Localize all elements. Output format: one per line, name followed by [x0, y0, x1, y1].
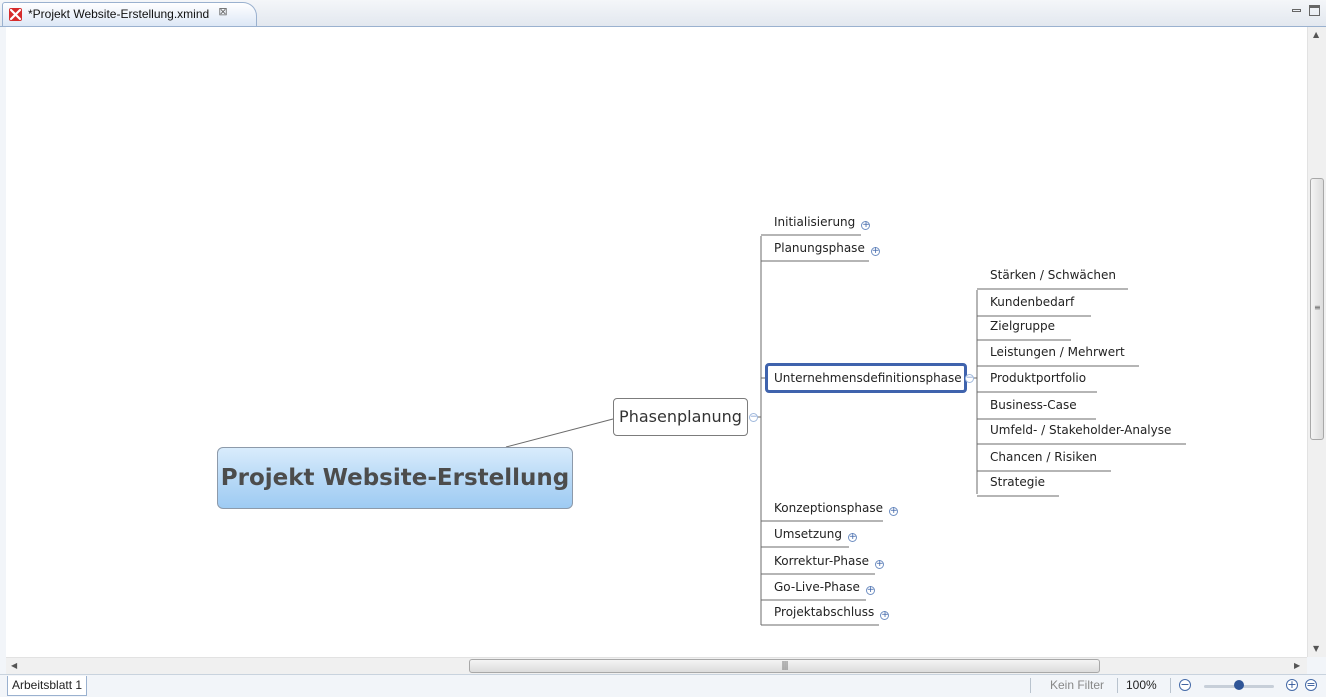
- divider: [1030, 678, 1031, 693]
- subtopic-3[interactable]: Zielgruppe: [990, 319, 1056, 333]
- phase-topic-label: Projektabschluss: [774, 605, 875, 619]
- expand-icon[interactable]: +: [870, 246, 880, 256]
- subtopic-8[interactable]: Chancen / Risiken: [990, 450, 1097, 464]
- maximize-icon[interactable]: [1309, 5, 1320, 16]
- topic-3-selected[interactable]: Unternehmensdefinitionsphase: [765, 363, 967, 393]
- horizontal-scrollbar[interactable]: ◀ ||| ▶: [6, 657, 1307, 674]
- phase-topic-label: Initialisierung: [774, 215, 856, 229]
- xmind-icon: [9, 8, 22, 21]
- subtopic-9[interactable]: Strategie: [990, 475, 1046, 489]
- subtopic-1[interactable]: Stärken / Schwächen: [990, 268, 1116, 282]
- divider: [1117, 678, 1118, 693]
- mindmap-canvas[interactable]: Projekt Website-Erstellung Phasenplanung…: [6, 27, 1307, 657]
- phase-topic-6[interactable]: Korrektur-Phase +: [774, 554, 884, 569]
- expand-icon[interactable]: +: [880, 610, 890, 620]
- horizontal-scroll-thumb[interactable]: |||: [469, 659, 1100, 673]
- central-topic[interactable]: Projekt Website-Erstellung: [217, 447, 573, 509]
- editor-tab-title: *Projekt Website-Erstellung.xmind: [28, 7, 210, 21]
- connector-lines: [505, 234, 1186, 626]
- divider: [1170, 678, 1171, 693]
- phase-topic-label: Go-Live-Phase: [774, 580, 860, 594]
- zoom-out-icon[interactable]: −: [1179, 678, 1191, 691]
- expand-icon[interactable]: +: [888, 506, 898, 516]
- subtopic-4[interactable]: Leistungen / Mehrwert: [990, 345, 1125, 359]
- phase-topic-7[interactable]: Go-Live-Phase +: [774, 580, 875, 595]
- scroll-down-icon[interactable]: ▼: [1313, 644, 1320, 653]
- connector-line: [505, 418, 614, 448]
- phase-topic-1[interactable]: Initialisierung +: [774, 215, 871, 230]
- collapse-icon[interactable]: −: [965, 373, 974, 383]
- close-icon[interactable]: ⊠: [218, 5, 228, 18]
- filter-label[interactable]: Kein Filter: [1050, 678, 1105, 692]
- zoom-fit-icon[interactable]: =: [1305, 678, 1317, 691]
- scroll-left-icon[interactable]: ◀: [11, 661, 18, 670]
- zoom-in-icon[interactable]: +: [1286, 678, 1298, 691]
- editor-tab-bar: *Projekt Website-Erstellung.xmind ⊠: [0, 0, 1326, 27]
- collapse-icon[interactable]: −: [749, 412, 758, 422]
- editor-tab[interactable]: *Projekt Website-Erstellung.xmind ⊠: [2, 2, 257, 26]
- phase-topic-4[interactable]: Konzeptionsphase +: [774, 501, 898, 516]
- subtopic-7[interactable]: Umfeld- / Stakeholder-Analyse: [990, 423, 1172, 437]
- subtopic-5[interactable]: Produktportfolio: [990, 371, 1087, 385]
- phase-topic-label: Konzeptionsphase: [774, 501, 883, 515]
- phase-topic-2[interactable]: Planungsphase +: [774, 241, 880, 256]
- expand-icon[interactable]: +: [847, 532, 857, 542]
- scroll-right-icon[interactable]: ▶: [1294, 661, 1301, 670]
- phase-topic-label: Umsetzung: [774, 527, 842, 541]
- phase-topic-label: Planungsphase: [774, 241, 865, 255]
- vertical-scroll-thumb[interactable]: ≡: [1310, 178, 1324, 440]
- status-bar: Arbeitsblatt 1 Kein Filter 100% − + =: [0, 674, 1326, 697]
- grip-icon: ≡: [1314, 303, 1321, 312]
- main-topic-phasenplanung[interactable]: Phasenplanung: [613, 398, 748, 436]
- subtopic-2[interactable]: Kundenbedarf: [990, 295, 1075, 309]
- phase-topic-label: Korrektur-Phase: [774, 554, 869, 568]
- minimize-icon[interactable]: [1291, 5, 1302, 16]
- expand-icon[interactable]: +: [865, 585, 875, 595]
- expand-icon[interactable]: +: [861, 220, 871, 230]
- zoom-percentage[interactable]: 100%: [1126, 678, 1157, 692]
- scroll-up-icon[interactable]: ▲: [1313, 30, 1320, 39]
- subtopic-6[interactable]: Business-Case: [990, 398, 1077, 412]
- zoom-slider-thumb[interactable]: [1234, 680, 1244, 690]
- sheet-tab[interactable]: Arbeitsblatt 1: [7, 676, 88, 696]
- phase-topic-8[interactable]: Projektabschluss +: [774, 605, 890, 620]
- grip-icon: |||: [781, 661, 788, 671]
- phase-topic-5[interactable]: Umsetzung +: [774, 527, 857, 542]
- vertical-scrollbar[interactable]: ▲ ≡ ▼: [1307, 27, 1326, 657]
- expand-icon[interactable]: +: [874, 559, 884, 569]
